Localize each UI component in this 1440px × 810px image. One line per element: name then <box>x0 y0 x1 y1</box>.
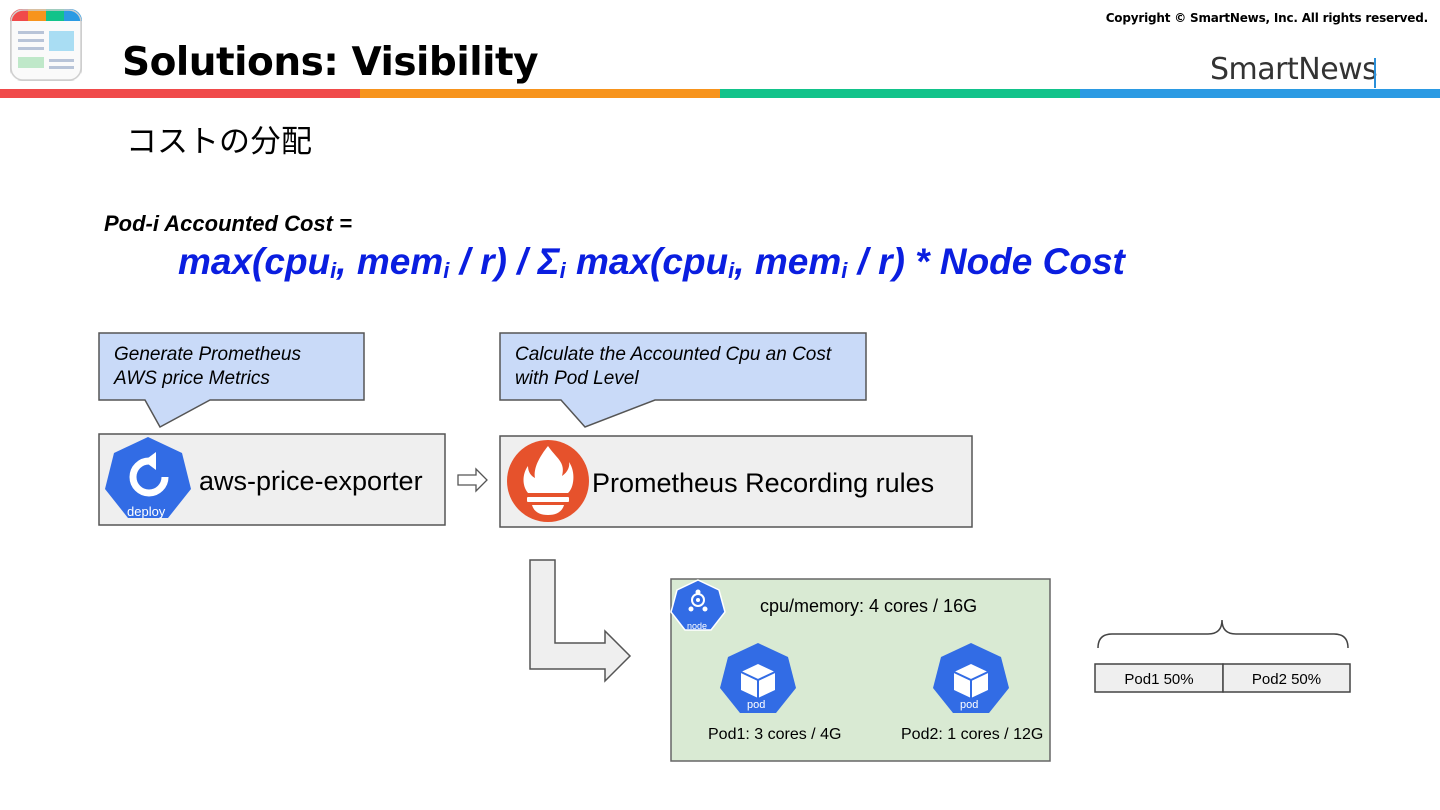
curly-brace <box>1097 619 1349 649</box>
app-logo <box>10 9 82 81</box>
formula-part: max(cpu <box>178 241 331 282</box>
formula-subscript: i <box>443 258 450 283</box>
node-spec: cpu/memory: 4 cores / 16G <box>760 596 978 616</box>
brand-cursor-mark <box>1374 58 1376 88</box>
brand-logo-text: SmartNews <box>1210 52 1378 87</box>
section-subtitle: コストの分配 <box>126 124 312 160</box>
split-bar-pod1-label: Pod1 50% <box>1124 671 1194 688</box>
callout-1-line1: Generate Prometheus <box>114 344 301 365</box>
stripe-blue <box>1080 89 1440 98</box>
header-color-stripe <box>0 89 1440 98</box>
pod1-spec: Pod1: 3 cores / 4G <box>708 726 842 743</box>
callout-calculate-cost <box>499 332 867 428</box>
node-icon <box>670 579 726 631</box>
cost-formula: max(cpui, memi / r) / Σi max(cpui, memi … <box>178 241 1125 284</box>
split-bar-pod2-label: Pod2 50% <box>1251 671 1322 688</box>
page-title: Solutions: Visibility <box>122 40 539 85</box>
formula-part: max(cpu <box>565 241 729 282</box>
pod1-icon-caption: pod <box>747 699 766 711</box>
callout-1-line2: AWS price Metrics <box>114 368 270 389</box>
formula-part: , mem <box>336 241 444 282</box>
right-arrow <box>457 467 488 493</box>
formula-label: Pod-i Accounted Cost = <box>104 211 352 236</box>
split-bar-pod2 <box>1222 663 1351 693</box>
callout-2-line2: with Pod Level <box>515 368 639 389</box>
prometheus-label: Prometheus Recording rules <box>592 468 935 498</box>
pod2-icon-caption: pod <box>960 699 979 711</box>
split-bar-pod1 <box>1094 663 1224 693</box>
formula-part: , mem <box>734 241 842 282</box>
pod2-icon <box>933 643 1009 713</box>
bent-arrow <box>529 559 632 683</box>
callout-2-line1: Calculate the Accounted Cpu an Cost <box>515 344 832 365</box>
formula-subscript: i <box>728 258 735 283</box>
pod2-spec: Pod2: 1 cores / 12G <box>901 726 1044 743</box>
callout-generate-metrics <box>98 332 365 429</box>
formula-subscript: i <box>559 258 566 283</box>
stripe-red <box>0 89 360 98</box>
callout-1-text: Generate Prometheus AWS price Metrics <box>114 343 301 391</box>
stripe-orange <box>360 89 720 98</box>
formula-subscript: i <box>841 258 848 283</box>
exporter-label: aws-price-exporter <box>199 466 423 496</box>
deploy-icon-caption: deploy <box>127 504 166 519</box>
formula-part: / r) / Σ <box>449 241 560 282</box>
formula-subscript: i <box>330 258 337 283</box>
formula-part: / r) * Node Cost <box>847 241 1125 282</box>
copyright-notice: Copyright © SmartNews, Inc. All rights r… <box>1105 11 1429 25</box>
node-icon-caption: node <box>687 621 708 631</box>
deploy-icon <box>105 437 191 518</box>
pod1-icon <box>720 643 796 713</box>
callout-2-text: Calculate the Accounted Cpu an Cost with… <box>515 343 831 391</box>
stripe-green <box>720 89 1080 98</box>
prometheus-icon <box>507 440 589 522</box>
